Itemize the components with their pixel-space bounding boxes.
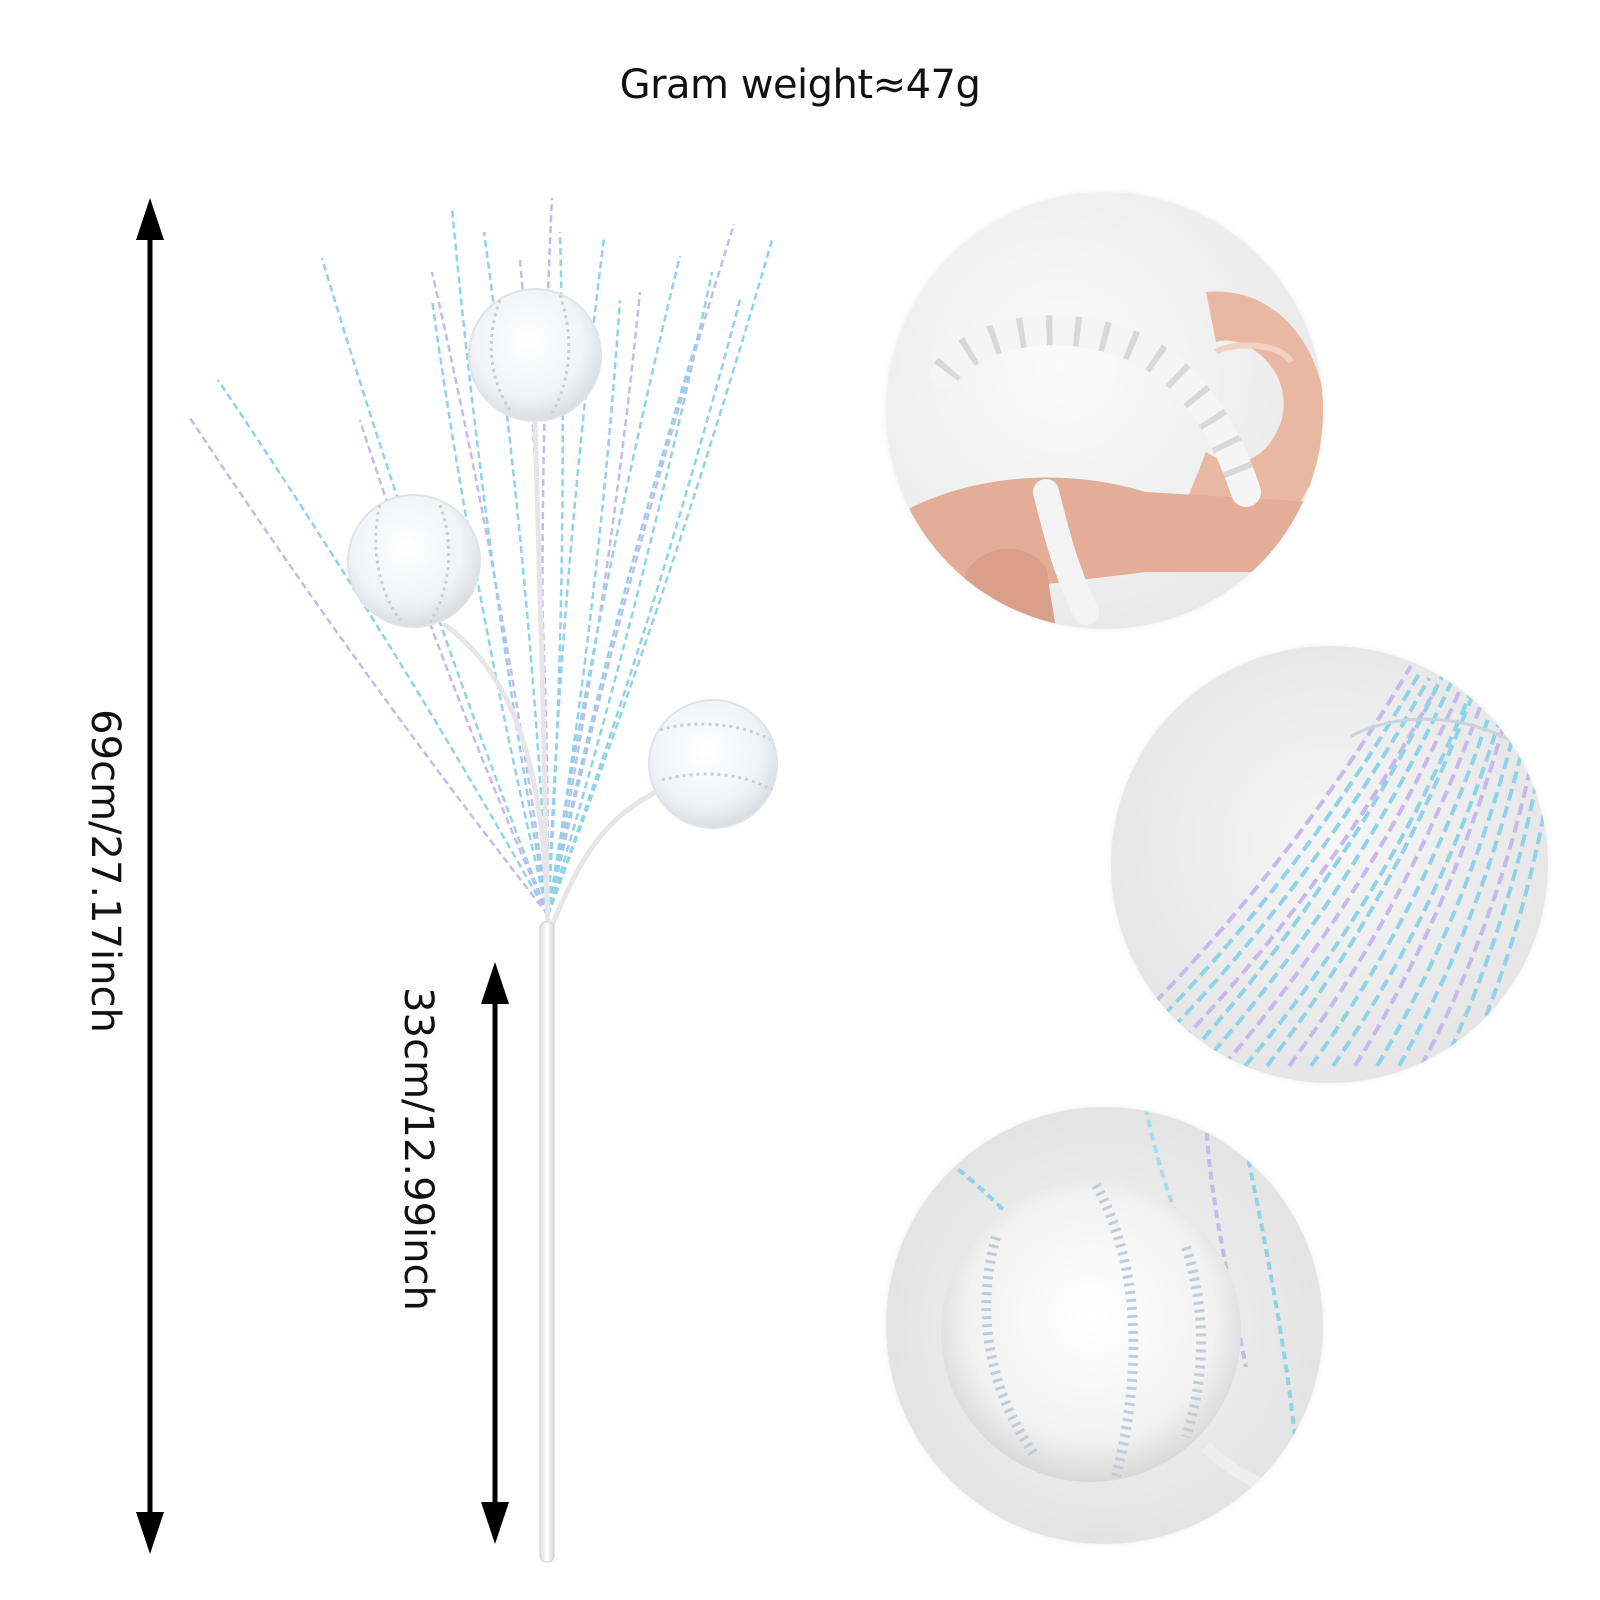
strand	[1111, 664, 1413, 1050]
strand	[188, 417, 549, 916]
strand	[450, 207, 550, 916]
strand	[546, 329, 702, 916]
strand	[216, 379, 550, 916]
branch-stems	[442, 417, 663, 933]
strand	[1199, 671, 1458, 1068]
strand	[358, 419, 550, 916]
strand	[1243, 683, 1476, 1068]
strand	[1133, 677, 1431, 1068]
strand	[546, 223, 736, 916]
strand	[1155, 683, 1440, 1068]
strand	[1287, 671, 1494, 1068]
snowball-top	[468, 288, 602, 422]
wrapped-stem-closeup	[886, 192, 1323, 629]
strand	[320, 257, 550, 916]
strand	[546, 299, 622, 916]
snowball-closeup	[886, 1107, 1323, 1544]
iridescent-strands-closeup	[1111, 646, 1548, 1083]
snowball-left	[347, 494, 481, 628]
strand	[1221, 677, 1467, 1068]
main-stem	[539, 921, 555, 1563]
strand	[430, 299, 550, 916]
strand	[546, 239, 774, 916]
strand	[546, 291, 642, 916]
total-length-arrow	[136, 198, 164, 1554]
strand	[1419, 683, 1548, 1067]
stem-length-arrow	[481, 962, 509, 1544]
snowball-right	[648, 699, 778, 829]
strand	[1177, 665, 1449, 1068]
strand	[546, 299, 742, 916]
strand	[1353, 665, 1521, 1068]
strand	[1441, 703, 1548, 1067]
strand	[1331, 683, 1512, 1068]
strand	[1375, 671, 1530, 1068]
strand	[1309, 677, 1503, 1068]
wire-loop	[1350, 717, 1548, 768]
strand	[546, 271, 714, 916]
strand	[1111, 671, 1422, 1068]
weight-label: Gram weight≈47g	[619, 62, 981, 108]
strand	[1463, 780, 1548, 1067]
strand	[1397, 677, 1539, 1067]
strand	[1265, 665, 1485, 1068]
